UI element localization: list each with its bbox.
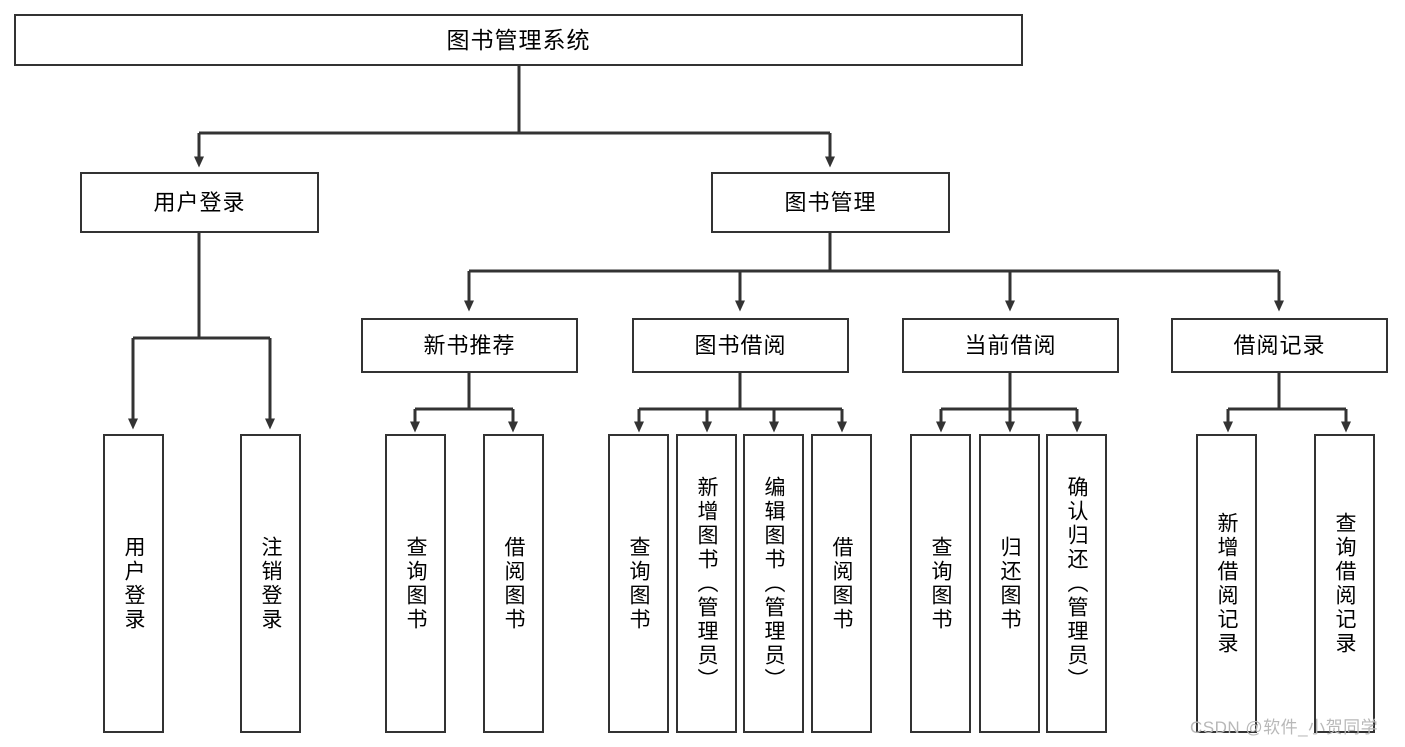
node-label: 用户登录 xyxy=(153,189,246,215)
node-leaf-borrow-book[interactable]: 借阅图书 xyxy=(811,434,872,733)
node-label: 查询借阅记录 xyxy=(1333,511,1356,656)
node-leaf-confirm-return-admin[interactable]: 确认归还（管理员） xyxy=(1046,434,1107,733)
node-book-borrow[interactable]: 图书借阅 xyxy=(632,318,849,373)
node-leaf-user-logout[interactable]: 注销登录 xyxy=(240,434,301,733)
node-label: 借阅记录 xyxy=(1233,332,1326,358)
node-leaf-user-login[interactable]: 用户登录 xyxy=(103,434,164,733)
node-label: 查询图书 xyxy=(404,535,427,632)
node-label: 查询图书 xyxy=(929,535,952,632)
node-new-book-recommend[interactable]: 新书推荐 xyxy=(361,318,578,373)
node-borrow-record[interactable]: 借阅记录 xyxy=(1171,318,1388,373)
node-label: 确认归还（管理员） xyxy=(1065,475,1088,692)
node-label: 归还图书 xyxy=(998,535,1021,632)
node-label: 图书借阅 xyxy=(694,332,787,358)
node-root-book-management-system[interactable]: 图书管理系统 xyxy=(14,14,1023,66)
node-leaf-return-book[interactable]: 归还图书 xyxy=(979,434,1040,733)
node-label: 图书管理系统 xyxy=(446,26,591,53)
node-user-login[interactable]: 用户登录 xyxy=(80,172,319,233)
node-leaf-query-book-borrow[interactable]: 查询图书 xyxy=(608,434,669,733)
node-label: 新增图书（管理员） xyxy=(695,475,718,692)
node-leaf-query-book-recommend[interactable]: 查询图书 xyxy=(385,434,446,733)
node-label: 借阅图书 xyxy=(830,535,853,632)
node-label: 图书管理 xyxy=(784,189,877,215)
node-leaf-query-borrow-record[interactable]: 查询借阅记录 xyxy=(1314,434,1375,733)
node-label: 查询图书 xyxy=(627,535,650,632)
node-leaf-edit-book-admin[interactable]: 编辑图书（管理员） xyxy=(743,434,804,733)
node-label: 新增借阅记录 xyxy=(1215,511,1238,656)
node-leaf-add-book-admin[interactable]: 新增图书（管理员） xyxy=(676,434,737,733)
node-label: 新书推荐 xyxy=(423,332,516,358)
node-book-management[interactable]: 图书管理 xyxy=(711,172,950,233)
node-label: 用户登录 xyxy=(122,535,145,632)
node-leaf-borrow-book-recommend[interactable]: 借阅图书 xyxy=(483,434,544,733)
node-label: 借阅图书 xyxy=(502,535,525,632)
csdn-watermark: CSDN @软件_小贺同学 xyxy=(1190,718,1379,737)
node-current-borrow[interactable]: 当前借阅 xyxy=(902,318,1119,373)
node-label: 注销登录 xyxy=(259,535,282,632)
node-leaf-query-book-current[interactable]: 查询图书 xyxy=(910,434,971,733)
node-label: 当前借阅 xyxy=(964,332,1057,358)
node-label: 编辑图书（管理员） xyxy=(762,475,785,692)
node-leaf-add-borrow-record[interactable]: 新增借阅记录 xyxy=(1196,434,1257,733)
